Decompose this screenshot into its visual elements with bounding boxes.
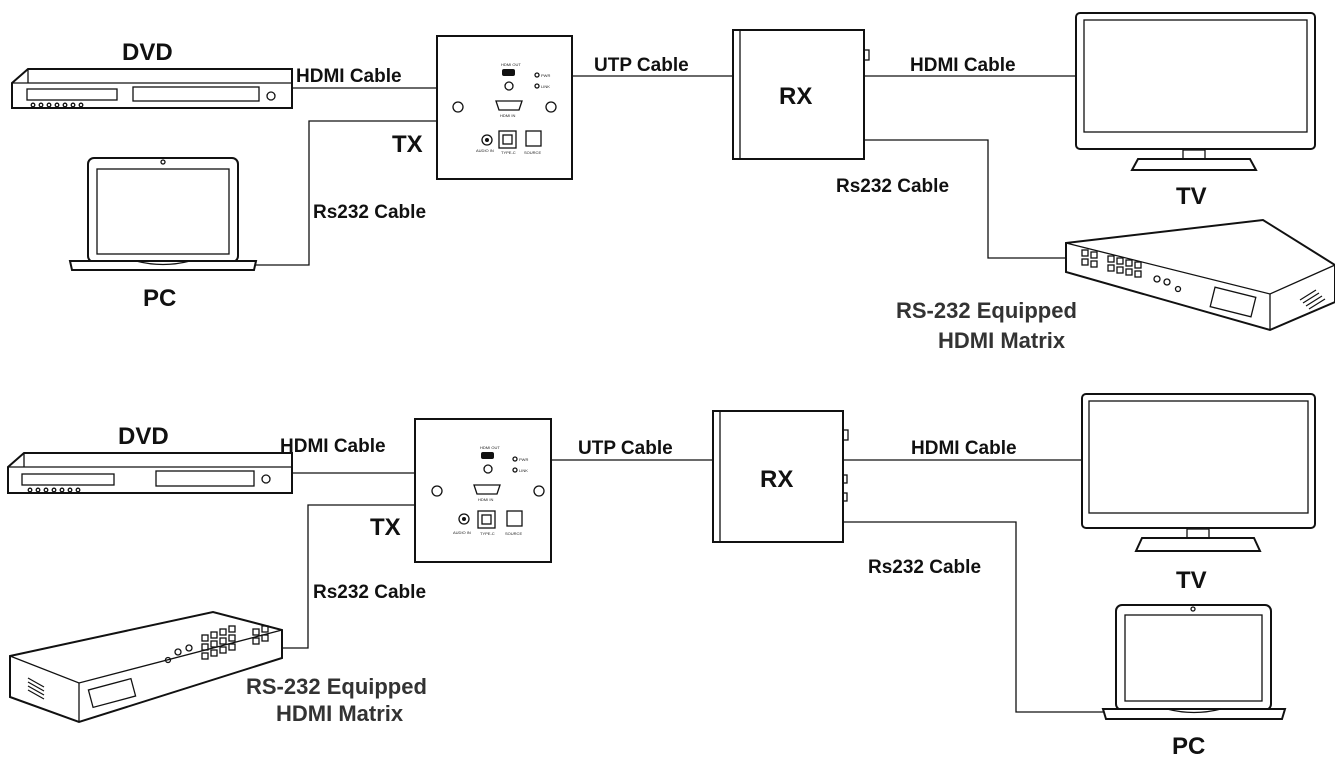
matrix-label-line1: RS-232 Equipped	[246, 674, 427, 699]
source-button-text: SOURCE	[524, 150, 541, 155]
matrix-vent	[27, 677, 45, 700]
tv	[1081, 393, 1316, 552]
diagram-bottom: DVD	[7, 393, 1316, 760]
rx-box	[732, 29, 870, 160]
rx-box	[712, 410, 849, 543]
hdmi-in-port-icon	[473, 484, 501, 495]
source-button-icon	[525, 130, 542, 147]
dvd-feet	[30, 102, 84, 108]
matrix-label-line2: HDMI Matrix	[938, 328, 1066, 353]
rs232-cable-left-line	[254, 120, 437, 266]
pc-label: PC	[143, 285, 176, 312]
type-c-port-text: TYPE-C	[501, 150, 516, 155]
tv	[1075, 12, 1316, 171]
rs232-cable-right-line	[843, 521, 1103, 713]
rs232-cable-left-label: Rs232 Cable	[313, 582, 426, 603]
rs232-cable-right-line	[864, 139, 1066, 259]
tx-wallplate: HDMI OUT PWR LINK HDMI IN AUDIO IN TYPE-…	[436, 35, 573, 180]
rs232-cable-right-label: Rs232 Cable	[868, 557, 981, 578]
tx-label: TX	[370, 514, 401, 541]
hdmi-cable-right-label: HDMI Cable	[911, 438, 1017, 459]
rx-label: RX	[779, 83, 812, 110]
hdmi-out-port-icon	[481, 452, 494, 459]
rx-label: RX	[760, 466, 793, 493]
pc-laptop	[1101, 604, 1287, 720]
rs232-cable-left-label: Rs232 Cable	[313, 202, 426, 223]
source-button-icon	[506, 510, 523, 527]
audio-in-port-text: AUDIO IN	[476, 148, 494, 153]
audio-in-port-text: AUDIO IN	[453, 530, 471, 535]
tv-label: TV	[1176, 183, 1207, 210]
dvd-player	[7, 452, 293, 494]
rs232-cable-right-label: Rs232 Cable	[836, 176, 949, 197]
dvd-player	[11, 68, 293, 109]
tv-label: TV	[1176, 567, 1207, 594]
link-led-text: LINK	[519, 468, 528, 473]
pwr-led-text: PWR	[541, 73, 550, 78]
hdmi-in-port-text: HDMI IN	[478, 497, 493, 502]
matrix-label-line2: HDMI Matrix	[276, 701, 404, 726]
hdmi-out-port-text: HDMI OUT	[501, 62, 521, 67]
hdmi-in-port-text: HDMI IN	[500, 113, 515, 118]
source-button-text: SOURCE	[505, 531, 522, 536]
audio-in-port-icon	[458, 513, 470, 525]
matrix-buttons	[1081, 249, 1182, 293]
matrix-label-line1: RS-232 Equipped	[896, 298, 1077, 323]
dvd-feet	[27, 487, 81, 493]
dvd-label: DVD	[122, 39, 173, 66]
hdmi-cable-left-label: HDMI Cable	[296, 66, 402, 87]
hdmi-matrix	[9, 610, 283, 724]
matrix-vent	[1299, 289, 1326, 310]
utp-cable-label: UTP Cable	[578, 438, 673, 459]
hdmi-matrix	[1065, 218, 1335, 332]
type-c-port-icon	[477, 510, 496, 529]
diagram-top: DVD PC HDMI OUT PWR LINK	[11, 12, 1335, 353]
link-led-text: LINK	[541, 84, 550, 89]
tx-wallplate: HDMI OUT PWR LINK HDMI IN AUDIO IN TYPE-…	[414, 418, 552, 563]
pc-label: PC	[1172, 733, 1205, 760]
rs232-cable-left-line	[282, 504, 415, 649]
pc-laptop	[68, 157, 258, 271]
type-c-port-icon	[498, 130, 517, 149]
hdmi-out-port-text: HDMI OUT	[480, 445, 500, 450]
type-c-port-text: TYPE-C	[480, 531, 495, 536]
audio-in-port-icon	[481, 134, 493, 146]
dvd-label: DVD	[118, 423, 169, 450]
hdmi-out-port-icon	[502, 69, 515, 76]
hdmi-cable-left-label: HDMI Cable	[280, 436, 386, 457]
tx-label: TX	[392, 131, 423, 158]
pwr-led-text: PWR	[519, 457, 528, 462]
hdmi-in-port-icon	[495, 100, 523, 111]
utp-cable-label: UTP Cable	[594, 55, 689, 76]
hdmi-cable-right-label: HDMI Cable	[910, 55, 1016, 76]
matrix-buttons	[164, 625, 269, 664]
